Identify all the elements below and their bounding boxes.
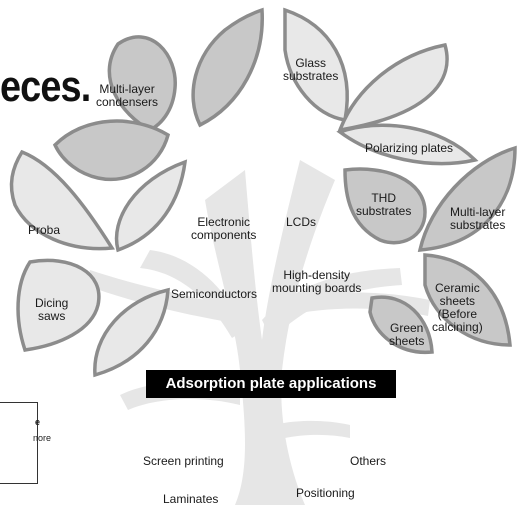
leaf-top-left-upper (107, 35, 177, 132)
label-screen-printing: Screen printing (143, 454, 224, 468)
leaf-ceramic-sheets (423, 253, 512, 347)
note-fragment-line1: e (35, 417, 41, 427)
heading-fragment: eces. (0, 62, 91, 111)
label-positioning: Positioning (296, 486, 355, 500)
label-semiconductors: Semiconductors (171, 287, 258, 301)
leaf-dicing-saws (16, 258, 101, 352)
label-polarizing-plates: Polarizing plates (365, 141, 454, 155)
leaf-semiconductors (93, 287, 170, 378)
leaf-thd-substrates (343, 167, 427, 245)
leaf-top-left-right (191, 7, 264, 128)
leaf-electronic-components (114, 159, 188, 253)
leaf-polarizing-plates (336, 123, 479, 166)
leaf-multi-layer-substrates (417, 145, 517, 252)
label-laminates: Laminates (163, 492, 219, 506)
leaf-proba (9, 149, 115, 251)
label-lcds: LCDs (286, 215, 317, 229)
note-box: e nore (0, 402, 51, 484)
leaf-green-sheets (368, 295, 434, 354)
adsorption-plate-banner: Adsorption plate applications (146, 370, 396, 398)
label-others: Others (350, 454, 387, 468)
label-proba: Proba (28, 223, 61, 237)
leaf-polarizing-upper (337, 42, 449, 133)
note-fragment-line2: nore (33, 433, 52, 443)
leaf-condensers-lower (52, 119, 171, 182)
